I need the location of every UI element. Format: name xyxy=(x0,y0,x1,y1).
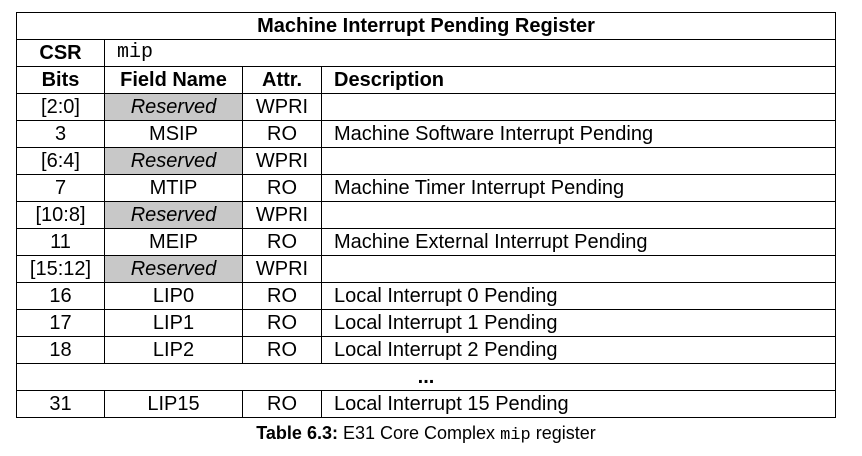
field-cell: LIP15 xyxy=(104,390,243,418)
desc-cell xyxy=(321,93,836,121)
table-title: Machine Interrupt Pending Register xyxy=(16,12,836,40)
bits-cell: [6:4] xyxy=(16,147,105,175)
desc-cell: Machine Timer Interrupt Pending xyxy=(321,174,836,202)
field-cell: Reserved xyxy=(104,255,243,283)
header-description: Description xyxy=(321,66,836,94)
caption-text-end: register xyxy=(535,423,596,443)
attr-cell: WPRI xyxy=(242,93,322,121)
attr-cell: WPRI xyxy=(242,147,322,175)
desc-cell: Local Interrupt 2 Pending xyxy=(321,336,836,364)
table-row: 31 LIP15 RO Local Interrupt 15 Pending xyxy=(16,390,836,418)
field-cell: Reserved xyxy=(104,93,243,121)
desc-cell xyxy=(321,201,836,229)
table-caption: Table 6.3: E31 Core Complex mip register xyxy=(0,423,852,445)
title-row: Machine Interrupt Pending Register xyxy=(16,12,836,40)
bits-cell: 16 xyxy=(16,282,105,310)
table-row: 3 MSIP RO Machine Software Interrupt Pen… xyxy=(16,120,836,148)
attr-cell: RO xyxy=(242,120,322,148)
table-row: 7 MTIP RO Machine Timer Interrupt Pendin… xyxy=(16,174,836,202)
table-row: [2:0] Reserved WPRI xyxy=(16,93,836,121)
bits-cell: 18 xyxy=(16,336,105,364)
field-cell: MSIP xyxy=(104,120,243,148)
caption-code: mip xyxy=(500,426,531,445)
desc-cell: Local Interrupt 0 Pending xyxy=(321,282,836,310)
table-row: 18 LIP2 RO Local Interrupt 2 Pending xyxy=(16,336,836,364)
bits-cell: 31 xyxy=(16,390,105,418)
attr-cell: RO xyxy=(242,309,322,337)
field-cell: LIP0 xyxy=(104,282,243,310)
bits-cell: [2:0] xyxy=(16,93,105,121)
bits-cell: [10:8] xyxy=(16,201,105,229)
attr-cell: WPRI xyxy=(242,201,322,229)
caption-label: Table 6.3: xyxy=(256,423,338,443)
attr-cell: RO xyxy=(242,390,322,418)
field-cell: Reserved xyxy=(104,201,243,229)
attr-cell: WPRI xyxy=(242,255,322,283)
header-row: Bits Field Name Attr. Description xyxy=(16,66,836,94)
desc-cell: Machine Software Interrupt Pending xyxy=(321,120,836,148)
desc-cell: Machine External Interrupt Pending xyxy=(321,228,836,256)
table-row: 17 LIP1 RO Local Interrupt 1 Pending xyxy=(16,309,836,337)
table-row: [10:8] Reserved WPRI xyxy=(16,201,836,229)
caption-text: E31 Core Complex xyxy=(342,423,496,443)
header-attr: Attr. xyxy=(242,66,322,94)
register-table: Machine Interrupt Pending Register CSR m… xyxy=(16,12,836,418)
desc-cell xyxy=(321,255,836,283)
bits-cell: 3 xyxy=(16,120,105,148)
attr-cell: RO xyxy=(242,336,322,364)
desc-cell: Local Interrupt 1 Pending xyxy=(321,309,836,337)
header-bits: Bits xyxy=(16,66,105,94)
ellipsis-row: ... xyxy=(16,363,836,391)
field-cell: LIP2 xyxy=(104,336,243,364)
field-cell: Reserved xyxy=(104,147,243,175)
attr-cell: RO xyxy=(242,282,322,310)
attr-cell: RO xyxy=(242,174,322,202)
csr-label: CSR xyxy=(16,39,105,67)
header-field-name: Field Name xyxy=(104,66,243,94)
bits-cell: 17 xyxy=(16,309,105,337)
table-row: 11 MEIP RO Machine External Interrupt Pe… xyxy=(16,228,836,256)
ellipsis: ... xyxy=(16,363,836,391)
field-cell: LIP1 xyxy=(104,309,243,337)
bits-cell: 7 xyxy=(16,174,105,202)
table-row: [15:12] Reserved WPRI xyxy=(16,255,836,283)
field-cell: MEIP xyxy=(104,228,243,256)
csr-value: mip xyxy=(104,39,836,67)
field-cell: MTIP xyxy=(104,174,243,202)
attr-cell: RO xyxy=(242,228,322,256)
desc-cell: Local Interrupt 15 Pending xyxy=(321,390,836,418)
bits-cell: [15:12] xyxy=(16,255,105,283)
bits-cell: 11 xyxy=(16,228,105,256)
table-row: [6:4] Reserved WPRI xyxy=(16,147,836,175)
table-row: 16 LIP0 RO Local Interrupt 0 Pending xyxy=(16,282,836,310)
desc-cell xyxy=(321,147,836,175)
csr-row: CSR mip xyxy=(16,39,836,67)
